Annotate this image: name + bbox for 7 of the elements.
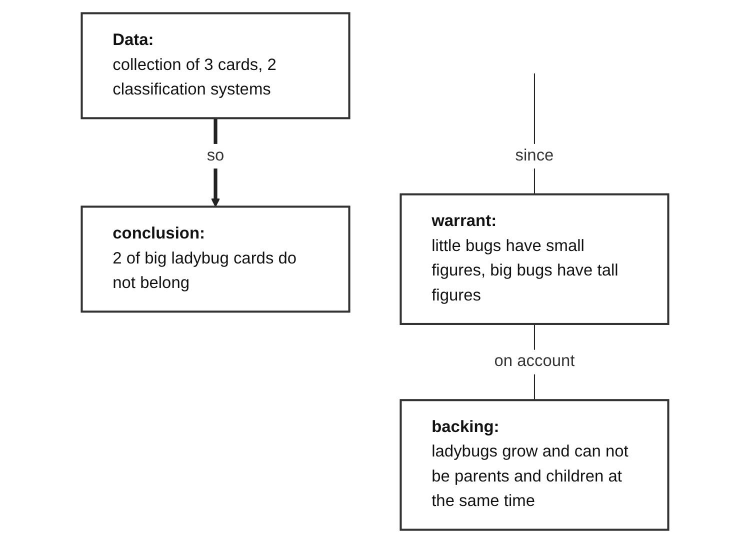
node-box: backing: ladybugs grow and can not be parents and children at the same time [400,399,670,531]
node-box: conclusion: 2 of big ladybug cards do not belong [80,206,350,313]
node-box: warrant: little bugs have small figures, big bugs have tall figures [400,193,670,325]
edge-label: so [206,146,224,164]
edge-label: on account [494,352,575,370]
node-box: Data: collection of 3 cards, 2 classification systems [80,12,350,120]
edge-label: since [515,146,554,164]
